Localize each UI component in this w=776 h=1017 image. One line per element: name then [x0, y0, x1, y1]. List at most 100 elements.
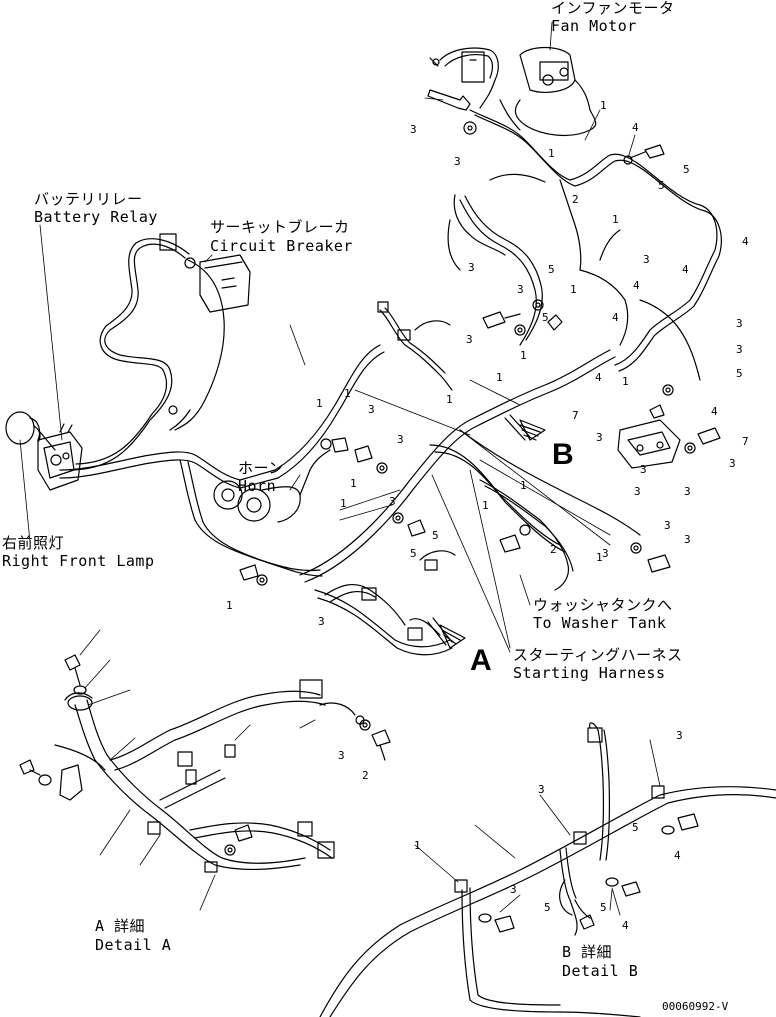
callout-number: 4 [622, 919, 629, 932]
callout-number: 3 [640, 463, 647, 476]
callout-number: 1 [520, 479, 527, 492]
starting-harness-label-jp: スターティングハーネス [513, 646, 683, 664]
callout-number: 3 [368, 403, 375, 416]
callout-number: 7 [742, 435, 749, 448]
callout-number: 2 [362, 769, 369, 782]
callout-number: 1 [340, 497, 347, 510]
right-front-lamp-label-jp: 右前照灯 [2, 534, 65, 552]
callout-number: 1 [600, 99, 607, 112]
view-arrow-b [505, 415, 545, 440]
drawing-code: 00060992-V [662, 1000, 729, 1013]
a-area-harness [325, 551, 455, 640]
callout-number: 4 [682, 263, 689, 276]
callout-number: 3 [684, 533, 691, 546]
callout-number: 3 [517, 283, 524, 296]
callout-number: 5 [410, 547, 417, 560]
callout-number: 3 [538, 783, 545, 796]
callout-number: 1 [226, 599, 233, 612]
callout-number: 5 [548, 263, 555, 276]
callout-number: 5 [544, 901, 551, 914]
callout-number: 4 [612, 311, 619, 324]
callout-number: 4 [595, 371, 602, 384]
callout-number: 3 [454, 155, 461, 168]
callout-number: 3 [596, 431, 603, 444]
fasteners-upper [240, 90, 720, 585]
callout-number: 3 [602, 547, 609, 560]
callout-number: 1 [446, 393, 453, 406]
callout-number: 5 [542, 311, 549, 324]
callout-number: 5 [432, 529, 439, 542]
callout-number: 3 [410, 123, 417, 136]
battery-relay-label-jp: バッテリリレー [34, 190, 143, 208]
callout-number: 1 [596, 551, 603, 564]
callout-number: 3 [736, 343, 743, 356]
battery-relay-box [38, 424, 82, 490]
callout-number: 5 [736, 367, 743, 380]
callout-number: 1 [570, 283, 577, 296]
washer-tank-harness [460, 430, 640, 590]
callout-number: 3 [338, 749, 345, 762]
callout-number: 1 [622, 375, 629, 388]
callout-number: 4 [674, 849, 681, 862]
callout-number: 4 [711, 405, 718, 418]
callout-number: 3 [634, 485, 641, 498]
callout-number: 1 [496, 371, 503, 384]
callout-number: 3 [643, 253, 650, 266]
callout-number: 1 [414, 839, 421, 852]
detail-b-label-en: Detail B [562, 962, 639, 980]
fan-motor-label-jp: インファンモータ [551, 0, 675, 17]
callout-number: 3 [397, 433, 404, 446]
callout-number: 2 [550, 543, 557, 556]
callout-number: 1 [344, 387, 351, 400]
callout-number: 1 [520, 349, 527, 362]
fan-motor-cluster [430, 48, 596, 136]
circuit-breaker-label-en: Circuit Breaker [210, 237, 353, 255]
callout-number: 3 [676, 729, 683, 742]
callout-number: 2 [572, 193, 579, 206]
callout-number: 4 [632, 121, 639, 134]
detail-a-drawing [20, 630, 390, 910]
callout-number: 3 [389, 495, 396, 508]
upper-right-harness [448, 100, 721, 380]
starting-harness-label-en: Starting Harness [513, 664, 666, 682]
callout-number: 4 [742, 235, 749, 248]
callout-number: 3 [736, 317, 743, 330]
view-marker-b: B [552, 438, 574, 471]
middle-connector-harness [378, 302, 452, 390]
callout-number: 1 [482, 499, 489, 512]
washer-tank-label-en: To Washer Tank [533, 614, 667, 632]
callout-number: 7 [572, 409, 579, 422]
right-front-lamp [6, 412, 55, 450]
callout-number: 5 [683, 163, 690, 176]
detail-b-drawing [320, 723, 776, 1017]
main-harness [60, 345, 615, 655]
view-marker-a: A [470, 644, 492, 677]
callout-number: 3 [684, 485, 691, 498]
detail-a-label-en: Detail A [95, 936, 172, 954]
leader-lines [20, 22, 635, 652]
callout-number: 3 [729, 457, 736, 470]
callout-number: 3 [318, 615, 325, 628]
callout-number: 3 [510, 883, 517, 896]
horn-label-en: Horn [238, 477, 277, 495]
circuit-breaker-label-jp: サーキットブレーカ [210, 218, 350, 236]
right-front-lamp-label-en: Right Front Lamp [2, 552, 155, 570]
battery-relay-label-en: Battery Relay [34, 208, 158, 226]
callout-number: 3 [468, 261, 475, 274]
callout-number: 3 [664, 519, 671, 532]
view-arrow-a [428, 618, 465, 648]
callout-number: 5 [632, 821, 639, 834]
callout-number: 1 [548, 147, 555, 160]
washer-tank-label-jp: ウォッシャタンクへ [533, 596, 673, 614]
callout-number: 5 [658, 179, 665, 192]
callout-number: 1 [350, 477, 357, 490]
horn [214, 450, 330, 522]
bracket-plate [618, 420, 680, 468]
callout-number: 5 [600, 901, 607, 914]
circuit-breaker-box [200, 255, 250, 312]
callout-number: 4 [633, 279, 640, 292]
horn-label-jp: ホーン [238, 459, 284, 477]
callout-number: 1 [612, 213, 619, 226]
